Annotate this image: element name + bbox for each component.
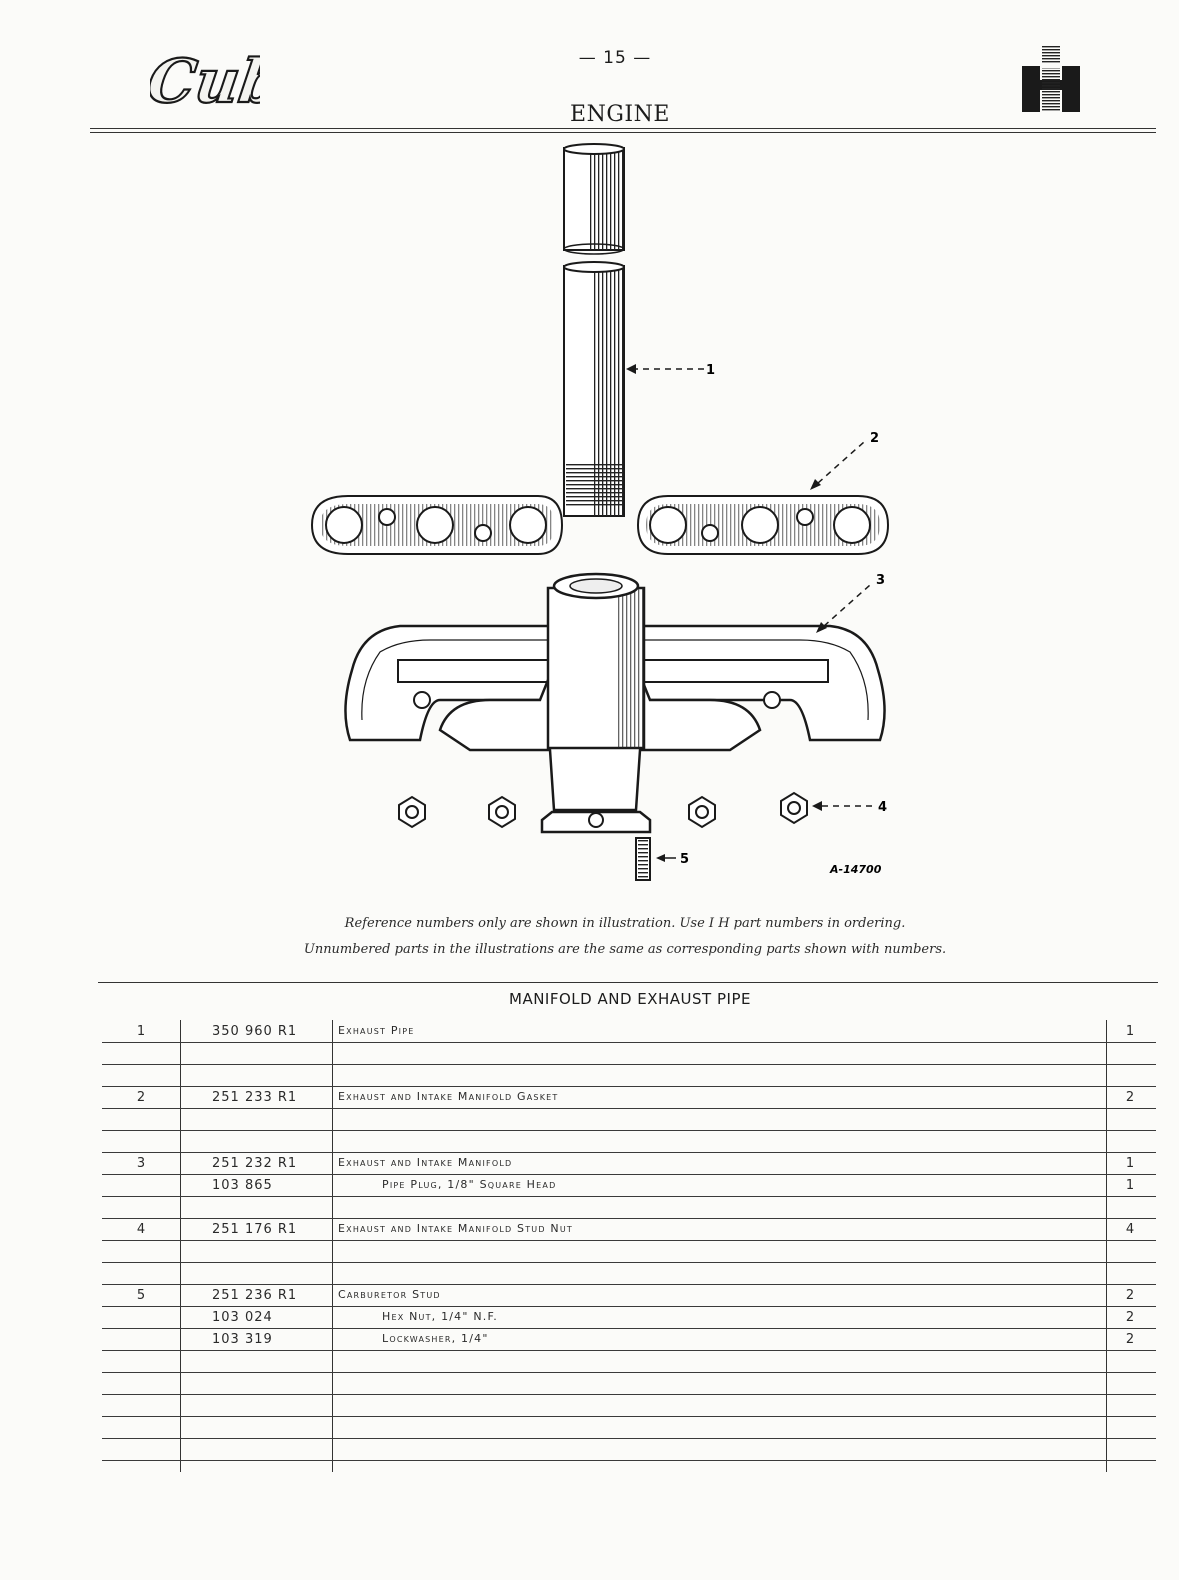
part-number-cell: 251 232 R1 — [212, 1156, 298, 1171]
column-divider — [332, 1020, 333, 1472]
ref-arrow-1: 1 — [626, 363, 715, 378]
part-number-cell: 350 960 R1 — [212, 1024, 298, 1039]
ref-number-cell: 5 — [136, 1288, 146, 1303]
description-cell: Exhaust and Intake Manifold Gasket — [338, 1090, 559, 1103]
reference-note: Reference numbers only are shown in illu… — [344, 916, 906, 931]
quantity-cell: 2 — [1125, 1332, 1135, 1347]
table-row-divider — [102, 1174, 1156, 1175]
description-cell: Exhaust and Intake Manifold Stud Nut — [338, 1222, 573, 1235]
exploded-parts-illustration: 1 2 — [310, 143, 890, 881]
column-divider — [180, 1020, 181, 1472]
ref-label-3: 3 — [876, 573, 885, 588]
quantity-cell: 1 — [1125, 1156, 1135, 1171]
table-row-divider — [102, 1284, 1156, 1285]
table-row-divider — [102, 1460, 1156, 1461]
page-number: — 15 — — [578, 48, 652, 68]
table-top-rule — [98, 982, 1158, 983]
description-cell: Pipe Plug, 1/8" Square Head — [382, 1178, 557, 1191]
illustration-code: A-14700 — [829, 863, 882, 876]
table-title: MANIFOLD AND EXHAUST PIPE — [509, 990, 751, 1008]
exhaust-pipe — [563, 261, 625, 517]
carburetor-stud — [635, 837, 651, 881]
table-row-divider — [102, 1218, 1156, 1219]
table-row-divider — [102, 1438, 1156, 1439]
manifold-gasket-left — [310, 495, 564, 555]
ref-number-cell: 4 — [136, 1222, 146, 1237]
description-cell: Lockwasher, 1/4" — [382, 1332, 489, 1345]
manifold-stud-nuts — [398, 791, 808, 829]
table-row-divider — [102, 1196, 1156, 1197]
part-number-cell: 251 236 R1 — [212, 1288, 298, 1303]
quantity-cell: 1 — [1125, 1178, 1135, 1193]
table-row-divider — [102, 1108, 1156, 1109]
quantity-cell: 2 — [1125, 1090, 1135, 1105]
part-number-cell: 103 865 — [212, 1178, 273, 1193]
header-divider — [90, 128, 1156, 134]
quantity-cell: 2 — [1125, 1310, 1135, 1325]
table-row-divider — [102, 1042, 1156, 1043]
part-number-cell: 251 233 R1 — [212, 1090, 298, 1105]
table-row-divider — [102, 1372, 1156, 1373]
quantity-cell: 4 — [1125, 1222, 1135, 1237]
table-row-divider — [102, 1064, 1156, 1065]
section-title: ENGINE — [570, 102, 670, 127]
ref-arrow-4: 4 — [812, 800, 887, 815]
quantity-cell: 2 — [1125, 1288, 1135, 1303]
ref-number-cell: 3 — [136, 1156, 146, 1171]
description-cell: Hex Nut, 1/4" N.F. — [382, 1310, 498, 1323]
table-row-divider — [102, 1086, 1156, 1087]
unnumbered-parts-note: Unnumbered parts in the illustrations ar… — [303, 942, 947, 957]
svg-text:Cub: Cub — [150, 46, 260, 117]
ref-arrow-3: 3 — [816, 573, 885, 633]
table-row-divider — [102, 1130, 1156, 1131]
table-row-divider — [102, 1350, 1156, 1351]
international-harvester-logo-icon — [1022, 46, 1080, 112]
part-number-cell: 103 024 — [212, 1310, 273, 1325]
ref-label-2: 2 — [870, 431, 879, 446]
parts-table: 1 350 960 R1 Exhaust Pipe 1 2 251 233 R1 Exhau… — [102, 1020, 1156, 1472]
column-divider — [1106, 1020, 1107, 1472]
description-cell: Carburetor Stud — [338, 1288, 441, 1301]
description-cell: Exhaust Pipe — [338, 1024, 415, 1037]
ref-label-5: 5 — [680, 852, 689, 867]
part-number-cell: 103 319 — [212, 1332, 273, 1347]
exhaust-pipe-upper-segment — [563, 143, 625, 255]
exhaust-intake-manifold — [344, 572, 886, 834]
table-row-divider — [102, 1416, 1156, 1417]
ref-arrow-2: 2 — [810, 431, 879, 490]
table-row-divider — [102, 1328, 1156, 1329]
quantity-cell: 1 — [1125, 1024, 1135, 1039]
table-row-divider — [102, 1306, 1156, 1307]
ref-number-cell: 1 — [136, 1024, 146, 1039]
table-row-divider — [102, 1152, 1156, 1153]
manifold-gasket-right — [636, 495, 890, 555]
ref-arrow-5: 5 — [656, 852, 689, 867]
cub-logo: Cub — [150, 45, 260, 118]
ref-number-cell: 2 — [136, 1090, 146, 1105]
part-number-cell: 251 176 R1 — [212, 1222, 298, 1237]
table-row-divider — [102, 1394, 1156, 1395]
description-cell: Exhaust and Intake Manifold — [338, 1156, 513, 1169]
ref-label-1: 1 — [706, 363, 715, 378]
ref-label-4: 4 — [878, 800, 887, 815]
table-row-divider — [102, 1262, 1156, 1263]
table-row-divider — [102, 1240, 1156, 1241]
